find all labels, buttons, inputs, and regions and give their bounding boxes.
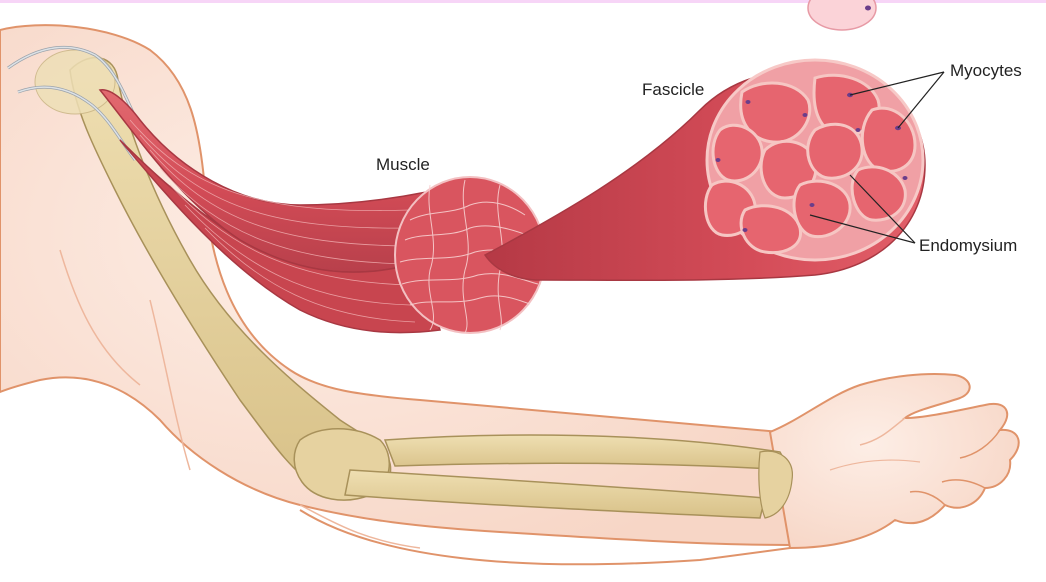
cell-fragment-top — [808, 0, 876, 30]
label-endomysium: Endomysium — [919, 237, 1017, 254]
myocytes-leader-2 — [898, 72, 944, 128]
label-muscle: Muscle — [376, 156, 430, 173]
top-strip — [0, 0, 1046, 3]
label-myocytes: Myocytes — [950, 62, 1022, 79]
label-fascicle: Fascicle — [642, 81, 704, 98]
